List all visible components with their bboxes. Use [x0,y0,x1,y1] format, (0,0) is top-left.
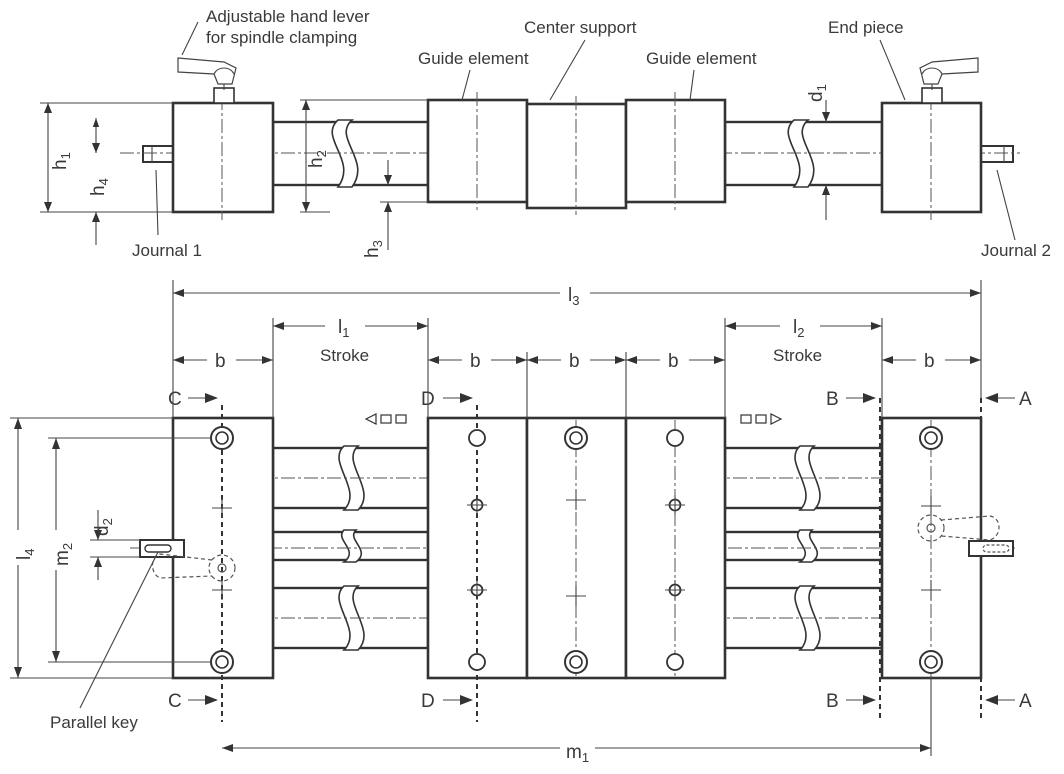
dim-h3: h3 [362,240,385,258]
hand-lever-left [177,57,237,104]
journal-2-plan [968,540,1014,557]
leader-journal-2 [996,169,1016,241]
dim-d2: d2 [92,518,115,536]
journal-1-shaft [142,145,175,163]
end-piece-label: End piece [828,18,904,37]
direction-arrows-right [740,413,783,425]
leader-center-support [549,39,586,101]
section-arrows [188,393,1015,705]
leader-hand-lever [181,21,199,56]
hand-lever-right [919,57,979,104]
plan-view: C C D D B B A A l3 l1 Stroke l2 Stroke [10,280,1032,765]
guide-element-left-label: Guide element [418,49,529,68]
dim-l4: l4 [14,549,37,560]
dim-h4: h4 [88,178,111,196]
hand-lever-label-1: Adjustable hand lever [206,7,370,26]
stroke-label-left: Stroke [320,346,369,365]
journal-2-label: Journal 2 [981,241,1051,260]
guide-element-right-label: Guide element [646,49,757,68]
dim-b-4: b [668,351,679,372]
leader-parallel-key [79,551,159,709]
leader-guide-left [461,69,471,101]
center-support-label: Center support [524,18,637,37]
dim-m1: m1 [566,742,589,765]
dim-h1: h1 [50,152,73,170]
hand-lever-hidden-right [917,514,1000,542]
journal-2-shaft [980,145,1014,163]
leader-journal-1 [155,169,159,236]
mounting-hole [210,426,943,674]
section-a-bottom: A [1019,691,1032,712]
dim-b-2: b [470,351,481,372]
center-marks [212,490,941,606]
dim-b-3: b [569,351,580,372]
leader-end-piece [879,39,906,101]
dim-b-1: b [215,351,226,372]
left-end-block [171,101,275,214]
b-dimension-row [173,352,981,418]
dim-l2: l2 [793,317,804,340]
section-b-top: B [826,389,839,410]
dim-l3: l3 [568,285,579,308]
direction-arrows-left [364,413,407,425]
dim-b-5: b [924,351,935,372]
dim-h2: h2 [306,150,329,168]
leader-guide-right [689,69,695,101]
parallel-key-label: Parallel key [50,713,138,732]
section-d-bottom: D [421,691,435,712]
stroke-label-right: Stroke [773,346,822,365]
dim-l1: l1 [338,317,349,340]
hand-lever-label-2: for spindle clamping [206,28,357,47]
journal-1-plan [139,539,185,558]
section-c-bottom: C [168,691,182,712]
journal-1-label: Journal 1 [132,241,202,260]
side-elevation: Adjustable hand lever for spindle clampi… [40,7,1051,260]
hand-lever-hidden-left [151,553,236,582]
dim-d1: d1 [806,84,829,102]
dim-m2: m2 [52,543,75,566]
section-b-bottom: B [826,691,839,712]
section-a-top: A [1019,389,1032,410]
lubrication-points [467,495,685,600]
section-c-top: C [168,389,182,410]
